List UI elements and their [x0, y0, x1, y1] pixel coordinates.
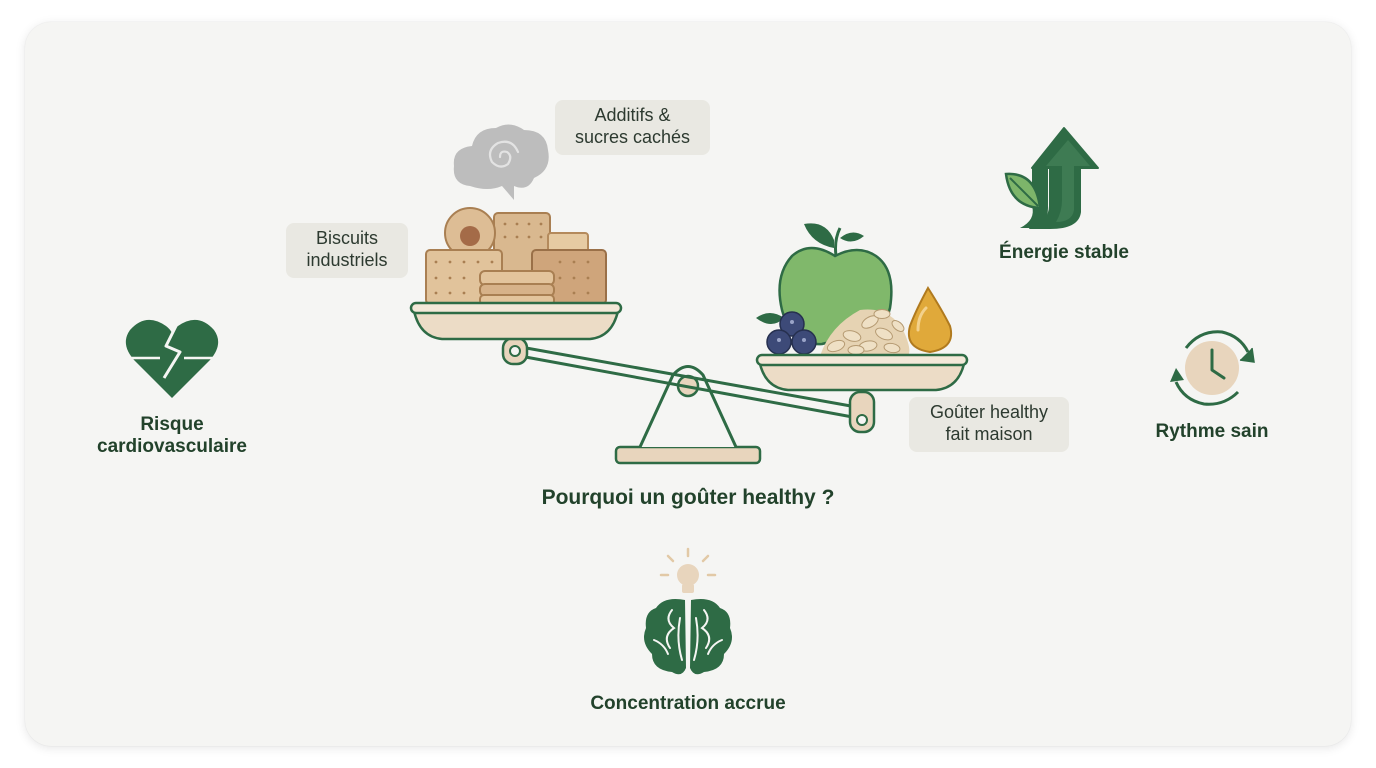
label-gouter-line-1: Goûter healthy	[929, 402, 1049, 422]
benefit-cardio-line-2: cardiovasculaire	[97, 436, 247, 457]
callout-additifs-line-2: sucres cachés	[574, 127, 691, 147]
benefit-cardio-label: Risque cardiovasculaire	[72, 414, 272, 458]
callout-additifs-line-1: Additifs &	[594, 105, 671, 125]
label-biscuits: Biscuits industriels	[286, 223, 408, 278]
label-biscuits-line-2: industriels	[306, 250, 388, 270]
label-biscuits-line-1: Biscuits	[315, 228, 378, 248]
callout-additifs: Additifs & sucres cachés	[555, 100, 710, 155]
benefit-rhythm-label: Rythme sain	[1112, 421, 1312, 443]
diagram-title: Pourquoi un goûter healthy ?	[541, 486, 835, 509]
benefit-focus-line-1: Concentration accrue	[590, 693, 786, 714]
benefit-rhythm-line-1: Rythme sain	[1155, 421, 1269, 442]
benefit-energy-line-1: Énergie stable	[999, 242, 1129, 263]
benefit-energy-label: Énergie stable	[964, 242, 1164, 264]
label-gouter-healthy: Goûter healthy fait maison	[909, 397, 1069, 452]
benefit-cardio-line-1: Risque	[140, 414, 204, 435]
label-gouter-line-2: fait maison	[945, 424, 1033, 444]
benefit-focus-label: Concentration accrue	[538, 693, 838, 715]
